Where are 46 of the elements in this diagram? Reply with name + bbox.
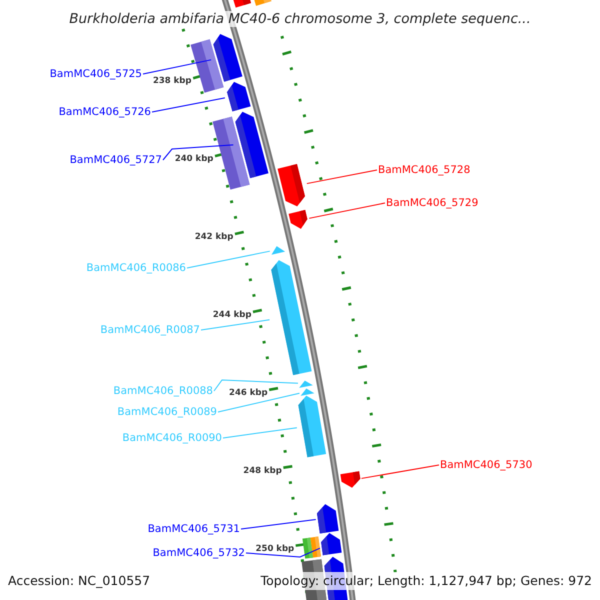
leader-line — [152, 97, 226, 112]
gene-feature — [316, 504, 339, 534]
scale-label: 248 kbp — [243, 466, 282, 477]
leader-line — [142, 59, 212, 74]
gene-label: BamMC406_5729 — [386, 196, 478, 210]
gene-marker — [299, 380, 313, 388]
gene-label: BamMC406_5730 — [440, 458, 532, 472]
scale-label: 244 kbp — [212, 310, 252, 321]
gene-label: BamMC406_R0090 — [122, 431, 222, 445]
leader-line — [200, 319, 270, 330]
gene-bar — [310, 536, 322, 558]
leader-line — [308, 202, 386, 219]
topology-text: Topology: circular; Length: 1,127,947 bp; Genes: 972 — [258, 572, 594, 590]
gene-feature — [213, 34, 242, 82]
gene-feature — [298, 396, 326, 458]
gene-feature — [288, 210, 308, 229]
gene-feature — [271, 260, 312, 376]
gene-label: BamMC406_5732 — [152, 546, 245, 560]
leader-line — [218, 392, 300, 412]
leader-line — [246, 548, 320, 558]
gene-feature — [340, 471, 360, 488]
scale-label: 246 kbp — [229, 388, 268, 399]
scale-label: 250 kbp — [256, 544, 294, 555]
gene-label: BamMC406_R0086 — [86, 261, 186, 275]
gene-label: BamMC406_5727 — [70, 153, 162, 167]
leader-line — [186, 250, 270, 268]
leader-line — [214, 379, 298, 392]
scale-label: 238 kbp — [152, 76, 192, 87]
gene-feature — [321, 532, 342, 556]
gene-label: BamMC406_5731 — [148, 522, 240, 536]
gene-label: BamMC406_5725 — [50, 67, 142, 81]
gene-label: BamMC406_R0089 — [117, 405, 217, 419]
leader-line — [162, 144, 234, 160]
gene-feature — [227, 82, 251, 112]
gene-label: BamMC406_R0087 — [100, 323, 200, 337]
gene-label: BamMC406_5726 — [58, 105, 151, 119]
gene-feature — [235, 112, 268, 178]
gene-bar — [230, 0, 251, 8]
gene-feature — [278, 164, 305, 206]
scale-label: 242 kbp — [194, 232, 234, 243]
leader-line — [360, 464, 440, 479]
scale-label: 240 kbp — [174, 154, 214, 165]
gene-label: BamMC406_R0088 — [113, 384, 213, 398]
gene-marker — [271, 246, 286, 255]
leader-line — [240, 519, 316, 530]
gene-label: BamMC406_5728 — [378, 163, 470, 177]
